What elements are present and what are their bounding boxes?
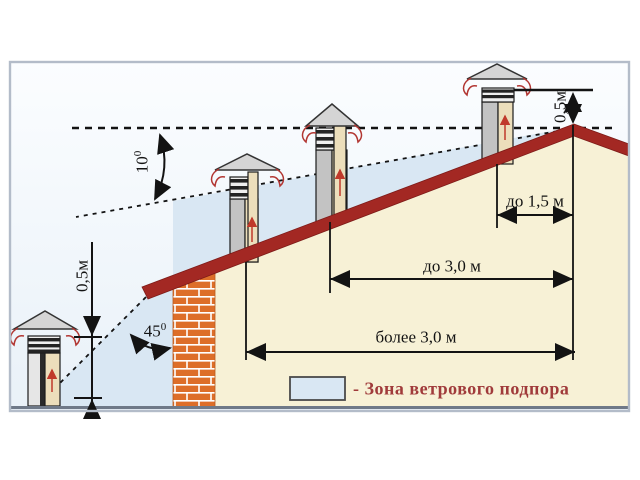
chimney-cap-icon [466,63,528,80]
label-dist-near: до 1,5 м [506,191,564,211]
cap-bracket-left-icon [210,168,226,188]
cap-bracket-left-icon [9,327,25,347]
chimney-ridge [462,63,532,165]
brick-wall-corner [172,270,216,408]
dim-ridge-offset [514,88,593,124]
angle-arc-45 [129,333,172,361]
cap-bracket-left-icon [462,77,478,97]
chimney-cap-icon [214,153,281,171]
house-wall [173,136,629,407]
chimney-cap-icon [303,103,361,127]
cap-bracket-right-icon [269,168,285,188]
legend-label: - Зона ветрового подпора [353,378,570,399]
cap-bracket-left-icon [301,124,317,144]
cap-bracket-right-icon [65,327,81,347]
wind-zone-eave [36,287,173,407]
angle-arc-10 [154,133,175,201]
chimney-cap-icon [11,310,79,330]
label-dist-far: более 3,0 м [375,327,457,347]
frame-border [8,60,631,413]
dim-eave-offset [74,242,102,419]
label-dist-mid: до 3,0 м [423,256,481,276]
cap-bracket-right-icon [516,77,532,97]
legend-swatch [289,376,346,401]
label-angle-10: 100 [131,150,152,174]
label-angle-45: 450 [143,320,167,341]
chimney-outdoor [9,310,81,407]
label-offset-eave: 0,5м [72,259,92,293]
label-offset-ridge: 0,5м [550,90,570,124]
cap-bracket-right-icon [347,124,363,144]
